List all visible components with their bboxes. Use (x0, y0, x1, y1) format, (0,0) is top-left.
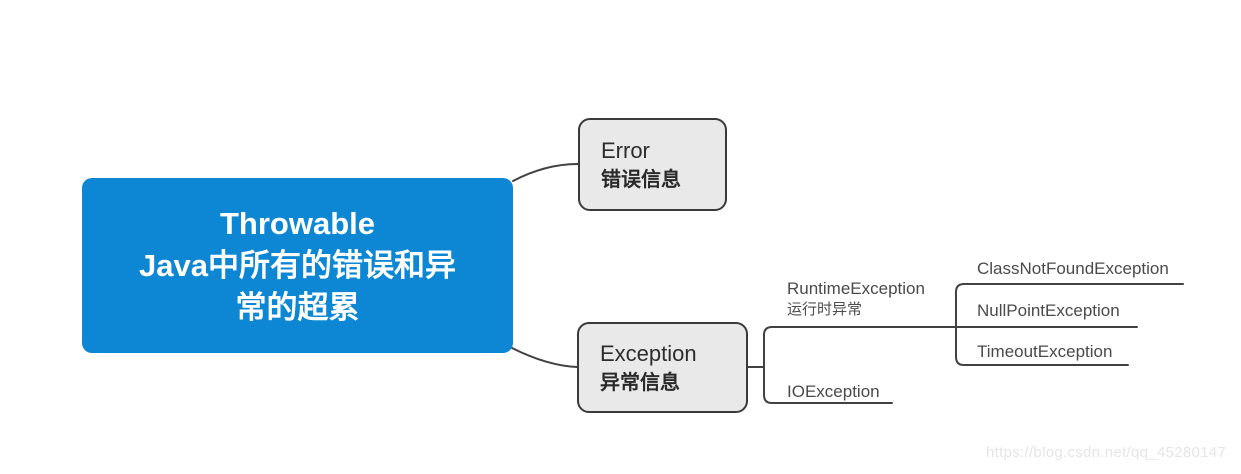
root-topic-throwable[interactable]: Throwable Java中所有的错误和异 常的超累 (82, 178, 513, 353)
topic-timeout-exception[interactable]: TimeoutException (977, 341, 1112, 362)
csdn-watermark: https://blog.csdn.net/qq_45280147 (986, 444, 1227, 461)
topic-classnotfound-exception[interactable]: ClassNotFoundException (977, 258, 1169, 279)
topic-runtime-exception-label-en: RuntimeException (787, 279, 925, 298)
connector-runtime-children (955, 283, 1184, 366)
connector-exception-branches (763, 326, 957, 404)
topic-exception-label-cn: 异常信息 (600, 371, 680, 394)
topic-error[interactable]: Error 错误信息 (578, 118, 727, 211)
topic-exception-label-en: Exception (600, 340, 697, 366)
root-topic-title: Throwable Java中所有的错误和异 常的超累 (139, 205, 456, 325)
topic-nullpoint-exception-label: NullPointException (977, 301, 1120, 320)
topic-error-label-en: Error (601, 137, 650, 163)
topic-io-exception-label: IOException (787, 382, 880, 401)
topic-classnotfound-exception-label: ClassNotFoundException (977, 259, 1169, 278)
topic-nullpoint-exception[interactable]: NullPointException (977, 300, 1120, 321)
connector-root-exception (511, 347, 578, 368)
connector-root-error (512, 163, 579, 182)
topic-error-label-cn: 错误信息 (601, 168, 681, 191)
topic-io-exception[interactable]: IOException (787, 381, 880, 402)
topic-timeout-exception-label: TimeoutException (977, 342, 1113, 361)
topic-exception[interactable]: Exception 异常信息 (577, 322, 748, 413)
topic-runtime-exception[interactable]: RuntimeException 运行时异常 (787, 278, 925, 320)
topic-runtime-exception-label-cn: 运行时异常 (787, 301, 863, 318)
